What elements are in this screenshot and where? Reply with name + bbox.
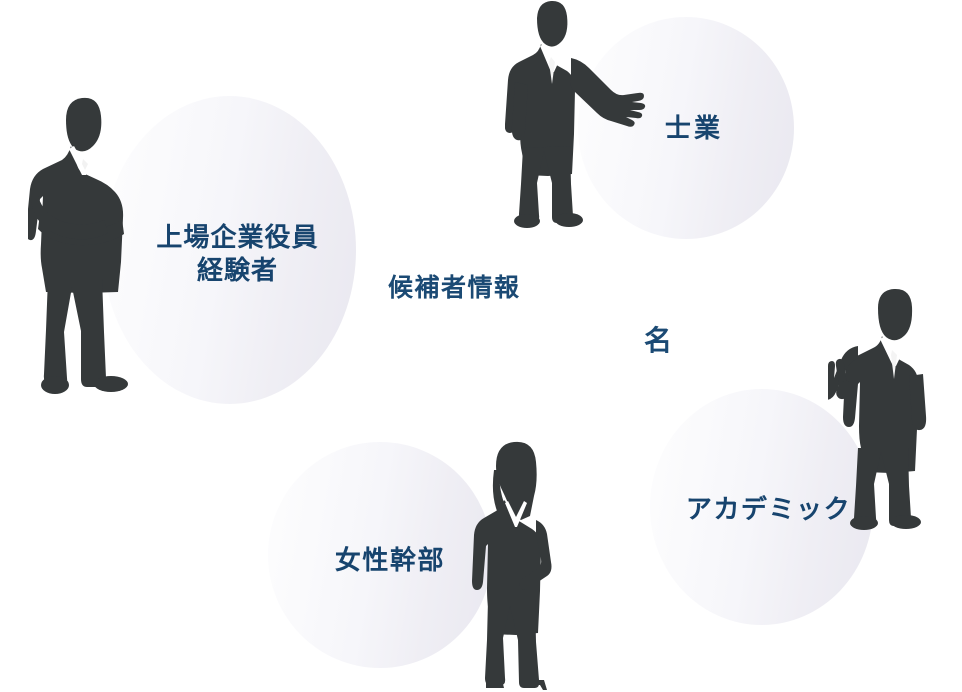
bubble-listed-company-executive[interactable]: 上場企業役員 経験者 — [103, 96, 356, 404]
bubble-professional-license[interactable]: 士業 — [578, 17, 794, 239]
candidate-count-block: 候補者情報 名 — [370, 268, 690, 360]
candidate-info-title: 候補者情報 — [388, 274, 521, 302]
bubble-professional-license-label: 士業 — [664, 113, 724, 144]
businesswoman-hand-on-hip-silhouette-icon — [470, 436, 582, 692]
candidate-count-unit: 名 — [644, 325, 673, 356]
candidate-count-row: 名 — [370, 322, 690, 360]
businessman-pointing-up-silhouette-icon — [828, 288, 940, 530]
bubble-listed-company-executive-label: 上場企業役員 経験者 — [156, 221, 319, 285]
bubble-academic[interactable]: アカデミック — [650, 389, 873, 625]
businessman-arms-crossed-silhouette-icon — [28, 96, 140, 398]
bubble-female-executive-label: 女性幹部 — [334, 545, 446, 576]
bubble-female-executive[interactable]: 女性幹部 — [268, 442, 492, 668]
bubble-academic-label: アカデミック — [685, 494, 852, 525]
businessman-presenting-silhouette-icon — [505, 0, 657, 228]
